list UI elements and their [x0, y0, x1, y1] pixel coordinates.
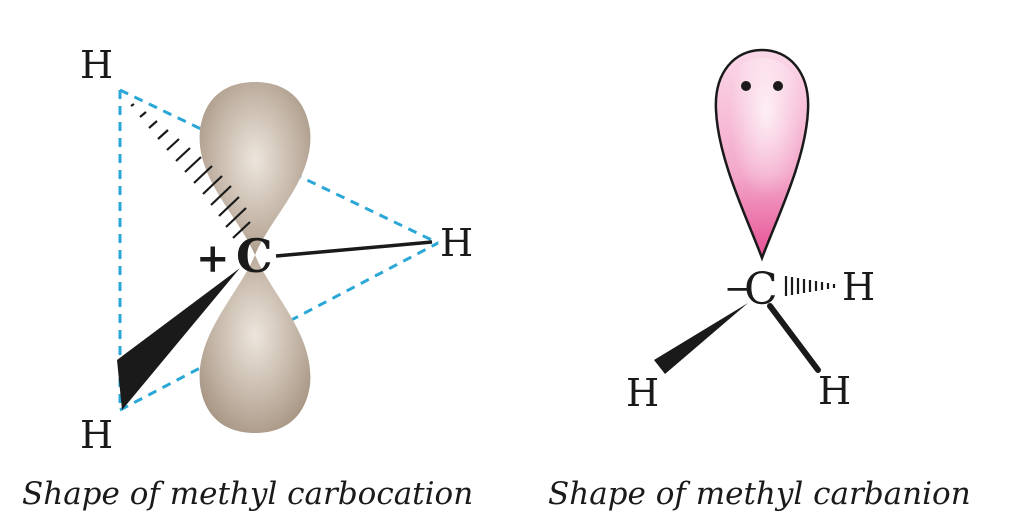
carbon-atom: C	[236, 229, 273, 283]
negative-charge: −	[724, 269, 753, 309]
hashed-bond-to-upper-h	[130, 103, 251, 239]
bond-to-right-h	[275, 240, 433, 258]
p-orbital-upper-lobe	[199, 82, 311, 255]
positive-charge: +	[196, 235, 230, 282]
hydrogen-lower-left: H	[626, 371, 659, 415]
hydrogen-top-left: H	[80, 43, 113, 87]
hydrogen-right: H	[842, 265, 875, 309]
lone-pair-electron	[773, 81, 783, 91]
methyl-carbanion: − C H H H Shape of methyl carbanion	[548, 48, 971, 512]
hydrogen-right: H	[440, 221, 473, 265]
p-orbital-lower-lobe	[199, 255, 311, 433]
wedge-bond-to-lower-h	[117, 268, 240, 410]
hydrogen-lower-right: H	[818, 369, 851, 413]
bond-to-lower-right-h	[767, 303, 821, 373]
hashed-bond-to-right-h	[784, 276, 836, 296]
carbanion-caption: Shape of methyl carbanion	[548, 476, 971, 512]
methyl-carbocation: H H H + C Shape of methyl carbocation	[22, 43, 473, 512]
lone-pair-electron	[741, 81, 751, 91]
hydrogen-bottom-left: H	[80, 413, 113, 457]
wedge-bond-to-lower-left-h	[654, 303, 748, 374]
lobe-highlight	[721, 58, 803, 250]
carbocation-caption: Shape of methyl carbocation	[22, 476, 473, 512]
carbon-atom: C	[744, 264, 778, 315]
